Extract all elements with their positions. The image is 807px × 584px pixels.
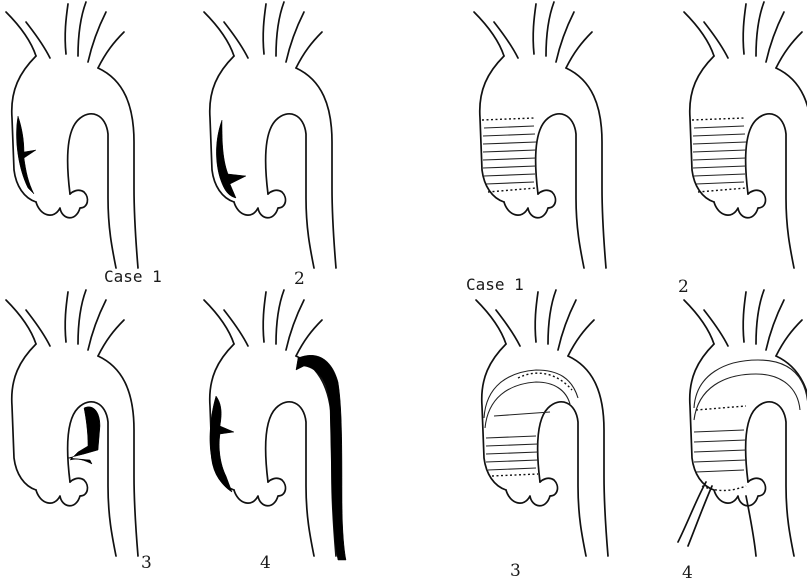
right-diagram-case-4	[678, 290, 807, 556]
dissection-flap-ascending	[210, 396, 234, 492]
right-caption-3: 3	[510, 561, 521, 581]
left-caption-3: 3	[141, 553, 152, 573]
right-panel: Case 1 2 3	[466, 2, 807, 583]
dissection-flap	[216, 120, 246, 198]
left-diagram-case-3	[6, 290, 138, 556]
left-caption-4: 4	[260, 553, 271, 573]
left-caption-1: Case 1	[104, 267, 162, 286]
dissection-flap	[16, 116, 36, 194]
left-panel: Case 1 2 3 4	[6, 2, 346, 573]
left-diagram-case-2	[204, 2, 336, 268]
right-diagram-case-3	[476, 290, 608, 556]
right-caption-2: 2	[678, 277, 689, 297]
right-caption-4: 4	[682, 563, 693, 583]
left-diagram-case-4	[204, 290, 346, 560]
right-diagram-case-2	[684, 2, 807, 272]
left-caption-2: 2	[294, 269, 305, 289]
dissection-flap-descending	[296, 355, 346, 560]
right-caption-1: Case 1	[466, 275, 524, 294]
right-diagram-case-1	[474, 2, 606, 268]
left-diagram-case-1	[6, 2, 138, 268]
